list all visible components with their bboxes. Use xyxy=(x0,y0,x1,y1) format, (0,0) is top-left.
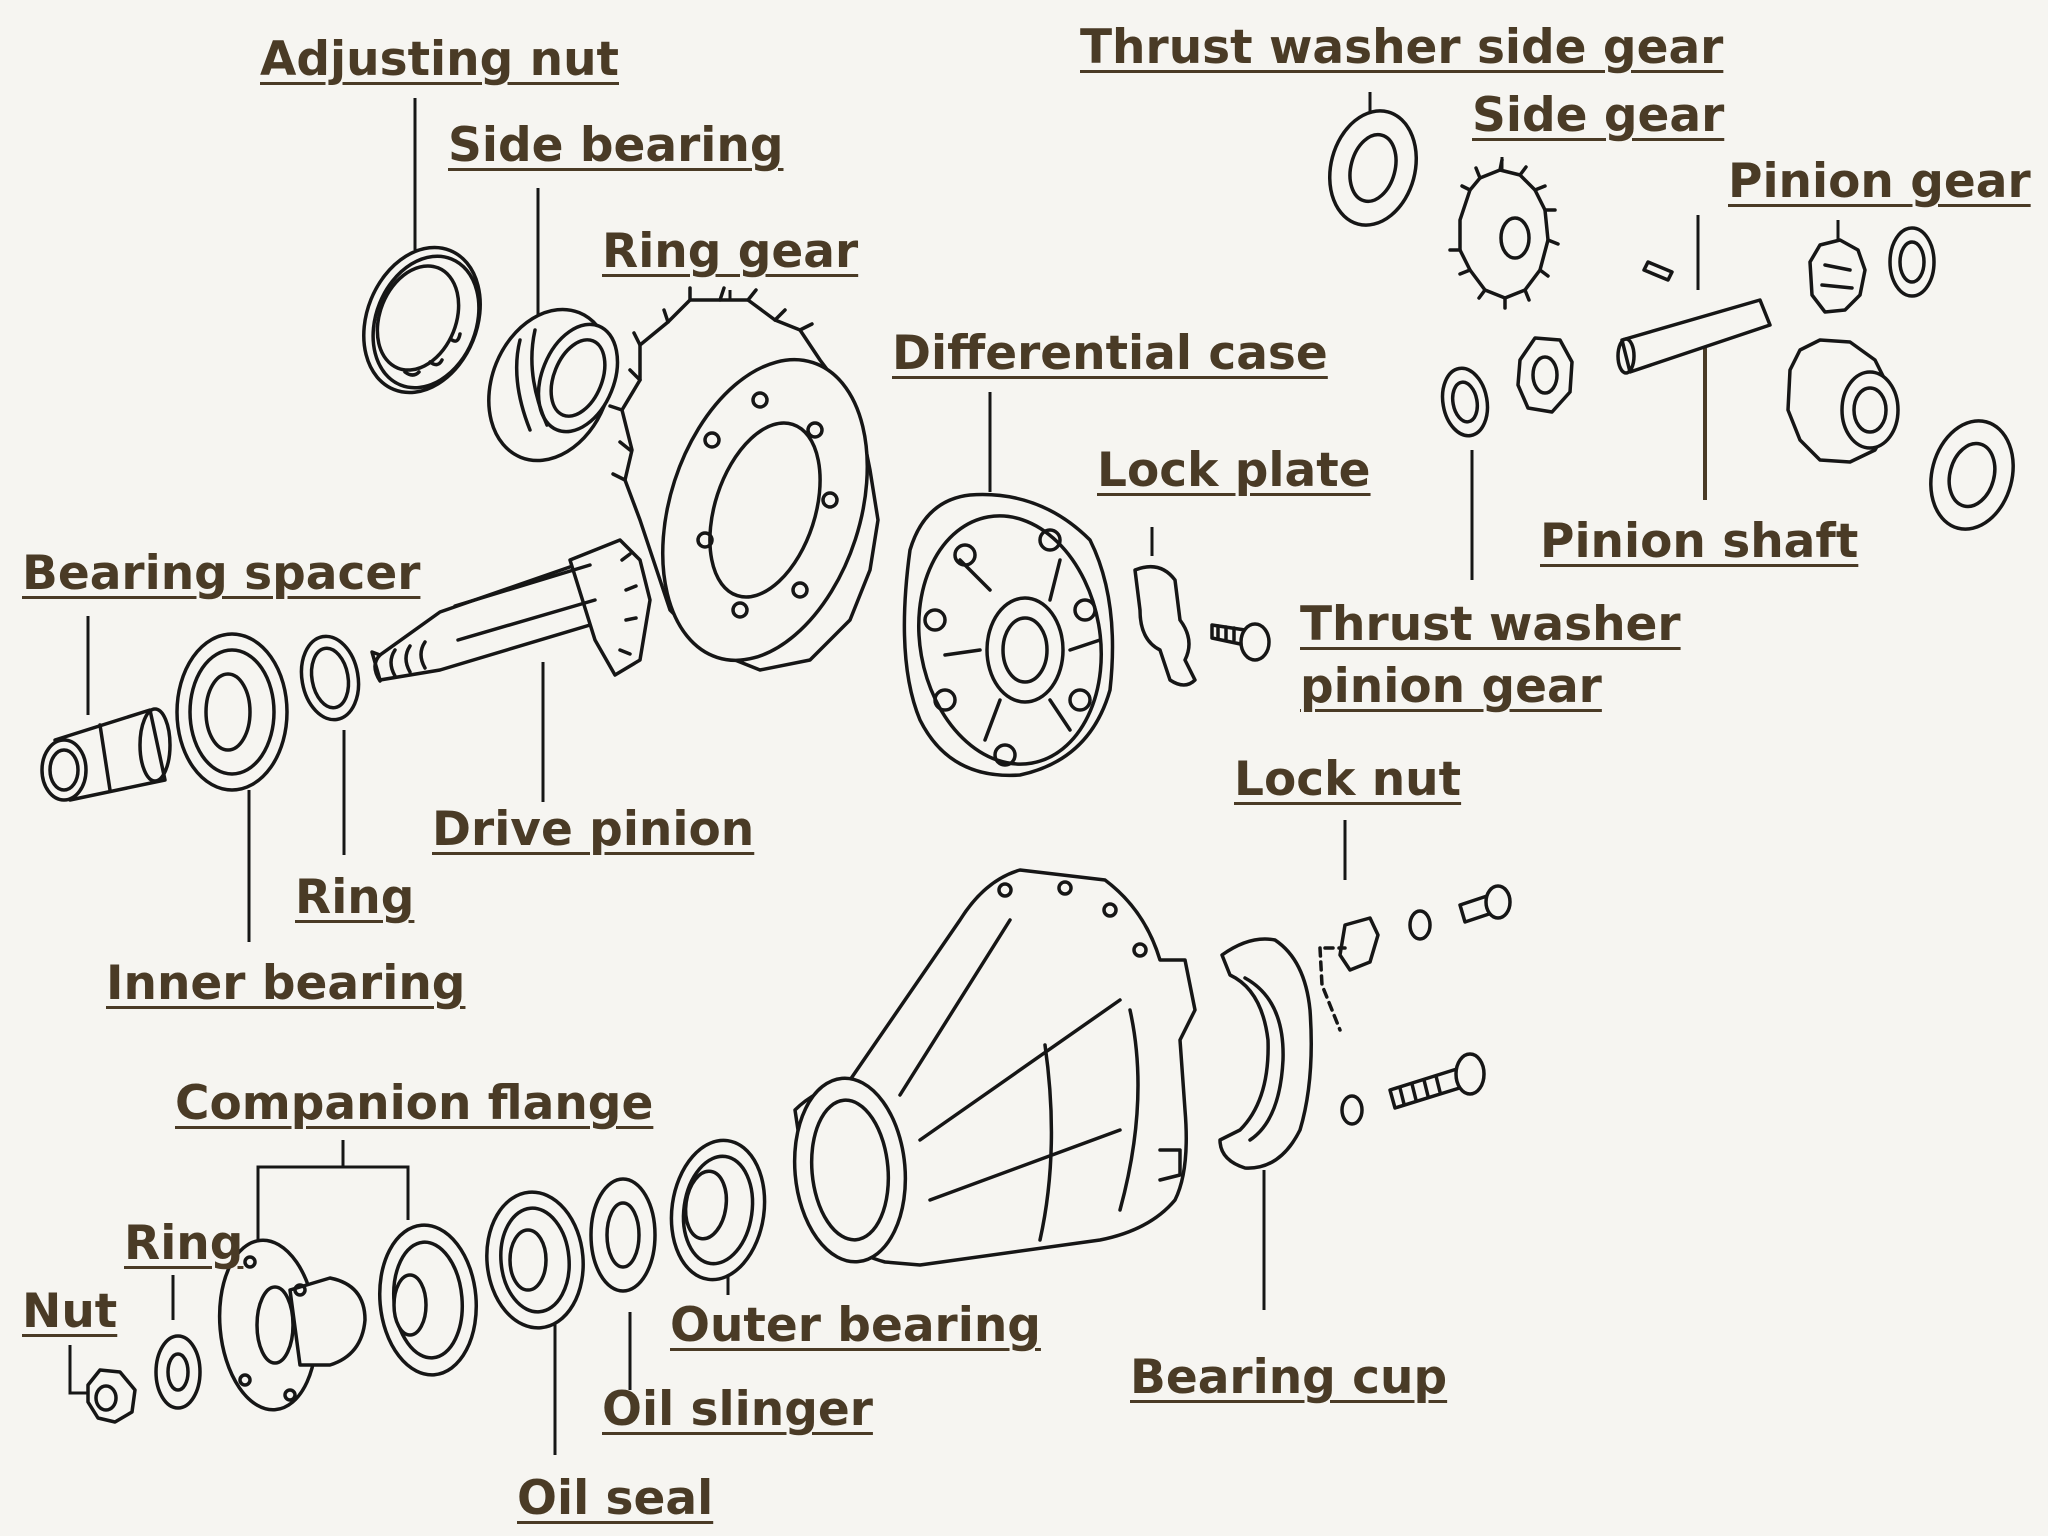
label-side-bearing: Side bearing xyxy=(448,118,784,173)
nut-drawing xyxy=(86,1368,137,1424)
drive-pinion-drawing xyxy=(370,538,652,683)
ring-gear-drawing xyxy=(608,286,880,672)
side-bearing-drawing xyxy=(487,307,620,463)
label-oil-slinger: Oil slinger xyxy=(602,1382,873,1437)
label-pinion-shaft: Pinion shaft xyxy=(1540,514,1859,569)
label-inner-bearing: Inner bearing xyxy=(106,956,466,1011)
label-outer-bearing: Outer bearing xyxy=(670,1298,1041,1353)
side-gear-drawing xyxy=(1448,158,1560,310)
label-pinion-gear: Pinion gear xyxy=(1728,154,2031,209)
label-adjusting-nut: Adjusting nut xyxy=(260,32,619,87)
side-gear-right-drawing xyxy=(1786,338,2015,531)
companion-flange-drawing xyxy=(217,1223,479,1412)
label-ring-upper: Ring xyxy=(295,870,415,925)
bearing-cup-drawing xyxy=(1218,937,1313,1170)
label-bearing-spacer: Bearing spacer xyxy=(22,546,421,601)
pinion-shaft-drawing xyxy=(1616,260,1772,375)
label-thrust-washer-pinion-gear: Thrust washer pinion gear xyxy=(1300,594,1681,718)
carrier-housing-drawing xyxy=(792,868,1197,1267)
label-lock-nut: Lock nut xyxy=(1234,752,1462,807)
label-nut: Nut xyxy=(22,1284,118,1339)
label-lock-plate: Lock plate xyxy=(1097,443,1371,498)
label-thrust-washer-side-gear: Thrust washer side gear xyxy=(1080,20,1724,75)
label-thrust-washer-pinion-gear-line2: pinion gear xyxy=(1300,659,1602,714)
label-drive-pinion: Drive pinion xyxy=(432,802,755,857)
label-oil-seal: Oil seal xyxy=(517,1471,714,1526)
differential-case-drawing xyxy=(902,492,1115,778)
label-companion-flange: Companion flange xyxy=(175,1076,654,1131)
label-side-gear: Side gear xyxy=(1472,88,1725,143)
lock-nut-drawing xyxy=(1318,884,1512,1126)
pinion-gear-drawing xyxy=(1808,226,1936,314)
thrust-washer-side-gear-drawing xyxy=(1327,109,1419,227)
label-bearing-cup: Bearing cup xyxy=(1130,1350,1448,1405)
lock-plate-drawing xyxy=(1133,564,1271,687)
leader-lines xyxy=(68,92,1840,1455)
oil-seal-drawing xyxy=(485,1190,585,1330)
inner-bearing-drawing xyxy=(175,632,289,792)
thrust-washer-pinion-gear-drawing xyxy=(1440,336,1574,438)
outer-bearing-drawing xyxy=(669,1138,767,1282)
adjusting-nut-drawing xyxy=(362,245,482,395)
label-differential-case: Differential case xyxy=(892,326,1328,381)
label-thrust-washer-pinion-gear-line1: Thrust washer xyxy=(1300,597,1681,652)
label-ring-gear: Ring gear xyxy=(602,224,859,279)
ring-lower-drawing xyxy=(154,1334,202,1410)
bearing-spacer-drawing xyxy=(40,707,172,802)
oil-slinger-drawing xyxy=(589,1177,657,1293)
ring-upper-drawing xyxy=(299,634,361,722)
label-ring-lower: Ring xyxy=(124,1216,244,1271)
